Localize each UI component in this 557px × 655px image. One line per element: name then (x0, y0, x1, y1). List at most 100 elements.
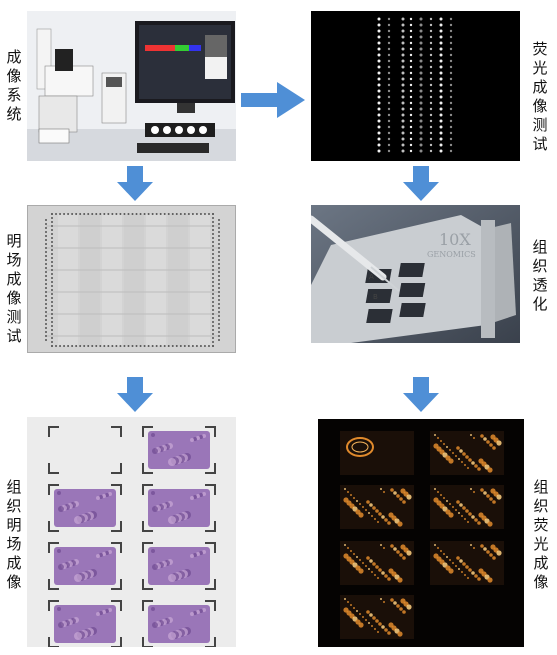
fluor-spot (449, 137, 453, 141)
fluor-spot (429, 17, 433, 21)
fluor-spot (401, 101, 405, 105)
fiducial-dot (212, 305, 214, 307)
fluor-spot (387, 137, 391, 141)
fluor-spot (449, 53, 453, 57)
fiducial-dot (45, 239, 47, 241)
fluor-spot (429, 143, 433, 147)
fiducial-dot (218, 251, 220, 253)
fiducial-dot (45, 311, 47, 313)
fluor-spot (387, 131, 391, 135)
fiducial-dot (67, 345, 70, 347)
fiducial-dot (55, 213, 58, 215)
fiducial-dot (45, 327, 47, 329)
fluor-spot (449, 89, 453, 93)
fiducial-dot (51, 221, 53, 223)
permeabilization-photo: 10X GENOMICS A B (311, 205, 520, 343)
fluor-spot (377, 137, 381, 141)
fluor-spot (409, 89, 413, 93)
fiducial-dot (218, 275, 220, 277)
fiducial-dot (212, 317, 214, 319)
fiducial-dot (183, 213, 186, 215)
fiducial-dot (45, 331, 47, 333)
fiducial-dot (218, 307, 220, 309)
fiducial-dot (71, 345, 74, 347)
fiducial-dot (51, 233, 53, 235)
fiducial-dot (45, 275, 47, 277)
fluor-spot (449, 17, 453, 21)
fiducial-dot (212, 249, 214, 251)
fiducial-dot (51, 305, 53, 307)
fluor-spot (439, 149, 443, 153)
fiducial-dot (159, 345, 162, 347)
fiducial-dot (107, 213, 110, 215)
fluorescence-test-image (311, 11, 520, 161)
fiducial-dot (212, 313, 214, 315)
fluor-spot (387, 113, 391, 117)
fiducial-dot (55, 345, 58, 347)
fiducial-dot (45, 251, 47, 253)
fiducial-dot (51, 217, 53, 219)
fluor-spot (377, 77, 381, 81)
fiducial-dot (111, 213, 114, 215)
fiducial-dot (45, 315, 47, 317)
fluor-spot (419, 83, 423, 87)
fluor-spot (449, 41, 453, 45)
fluor-spot (401, 17, 405, 21)
fiducial-dot (123, 213, 126, 215)
fiducial-dot (195, 213, 198, 215)
fluor-spot (419, 101, 423, 105)
fluor-spot (387, 17, 391, 21)
fluor-spot (377, 89, 381, 93)
fiducial-dot (218, 299, 220, 301)
fiducial-dot (51, 333, 53, 335)
fiducial-dot (45, 287, 47, 289)
fluor-spot (419, 107, 423, 111)
fluor-spot (419, 23, 423, 27)
fluor-spot (449, 125, 453, 129)
fiducial-dot (139, 345, 142, 347)
fluor-spot (449, 143, 453, 147)
fluor-spot (377, 131, 381, 135)
fluor-spot (387, 83, 391, 87)
fiducial-dot (167, 345, 170, 347)
fiducial-dot (45, 227, 47, 229)
fiducial-dot (218, 239, 220, 241)
fiducial-dot (175, 345, 178, 347)
fiducial-dot (135, 345, 138, 347)
fluor-spot (439, 143, 443, 147)
fluor-spot (387, 149, 391, 153)
fluor-spot (409, 131, 413, 135)
fluor-spot (409, 143, 413, 147)
fiducial-dot (212, 225, 214, 227)
fiducial-dot (45, 303, 47, 305)
fiducial-dot (212, 265, 214, 267)
brightfield-test-image (27, 205, 236, 353)
fluor-spot (387, 101, 391, 105)
fiducial-dot (131, 345, 134, 347)
fluor-spot (419, 89, 423, 93)
fiducial-dot (51, 301, 53, 303)
fiducial-dot (91, 345, 94, 347)
fluor-spot (449, 113, 453, 117)
fluor-spot (439, 35, 443, 39)
fluor-spot (409, 149, 413, 153)
fiducial-dot (218, 255, 220, 257)
fluor-spot (409, 29, 413, 33)
fluor-spot (401, 41, 405, 45)
fiducial-dot (45, 339, 47, 341)
arrow-down-icon (403, 166, 439, 201)
fluor-spot (419, 77, 423, 81)
fiducial-dot (75, 213, 78, 215)
fiducial-dot (203, 213, 206, 215)
label-brightfield-test: 明场成像测试 (6, 232, 22, 345)
fluor-spot (409, 113, 413, 117)
fluor-spot (449, 119, 453, 123)
fiducial-dot (191, 345, 194, 347)
fluorescent-section (340, 595, 414, 639)
fiducial-dot (45, 243, 47, 245)
fluor-spot (419, 113, 423, 117)
fiducial-dot (199, 345, 202, 347)
fiducial-dot (218, 331, 220, 333)
fiducial-dot (212, 345, 214, 347)
fluor-spot (409, 53, 413, 57)
